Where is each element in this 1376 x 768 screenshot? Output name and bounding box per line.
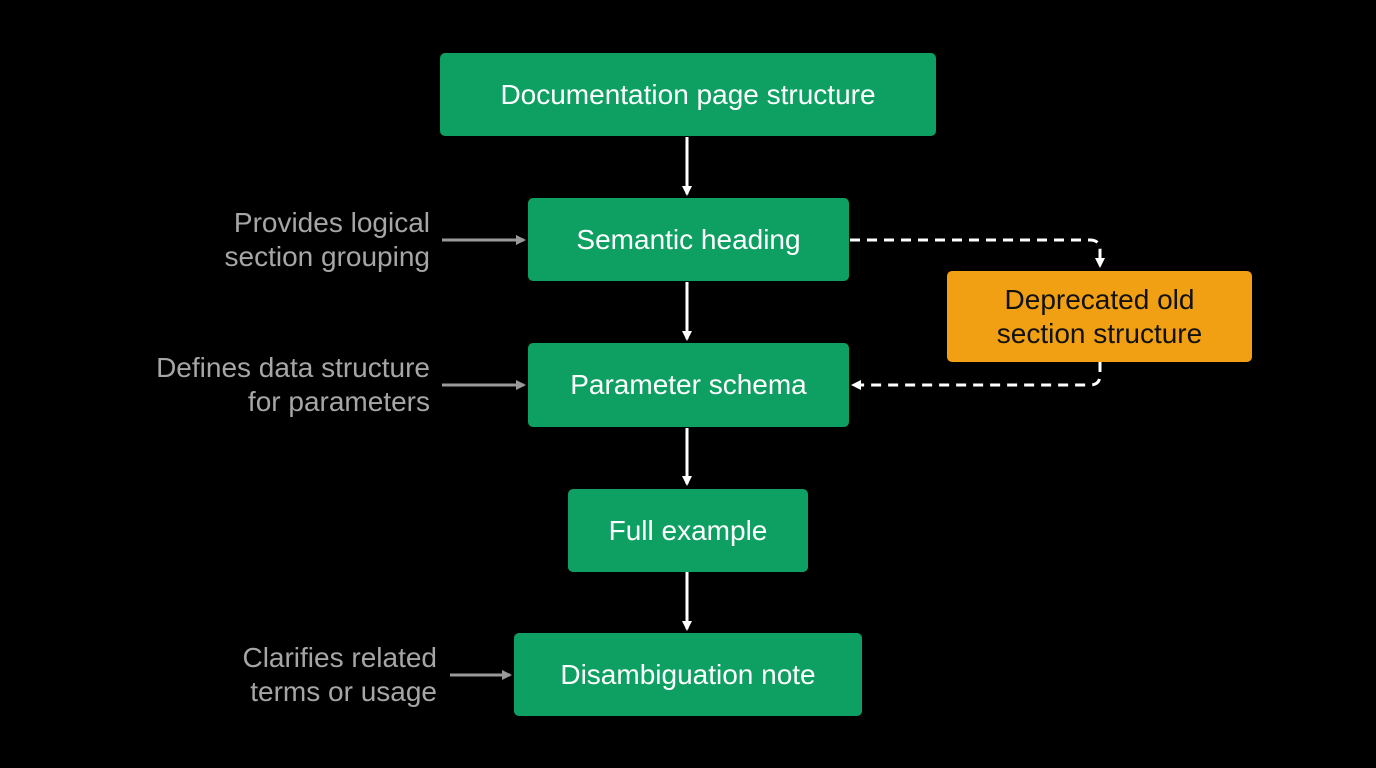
node-label: Deprecated old section structure xyxy=(996,283,1203,349)
node-full-example: Full example xyxy=(568,489,808,572)
annotation-parameter-schema: Defines data structure for parameters xyxy=(156,352,430,417)
edge-semantic-heading-to-deprecated xyxy=(850,238,1105,268)
annotation-disambiguation-note: Clarifies related terms or usage xyxy=(242,642,437,707)
annotation-semantic-heading: Provides logical section grouping xyxy=(224,207,430,272)
node-deprecated-old-section-structure: Deprecated old section structure xyxy=(947,271,1252,362)
node-disambiguation-note: Disambiguation note xyxy=(514,633,862,716)
node-label: Full example xyxy=(608,514,768,546)
edge-deprecated-to-parameter-schema xyxy=(851,362,1102,390)
node-label: Semantic heading xyxy=(576,223,801,255)
node-semantic-heading: Semantic heading xyxy=(528,198,849,281)
node-label: Disambiguation note xyxy=(560,658,816,690)
node-parameter-schema: Parameter schema xyxy=(528,343,849,427)
node-label: Parameter schema xyxy=(570,369,807,400)
node-label: Documentation page structure xyxy=(500,78,876,110)
node-documentation-page-structure: Documentation page structure xyxy=(440,53,936,136)
